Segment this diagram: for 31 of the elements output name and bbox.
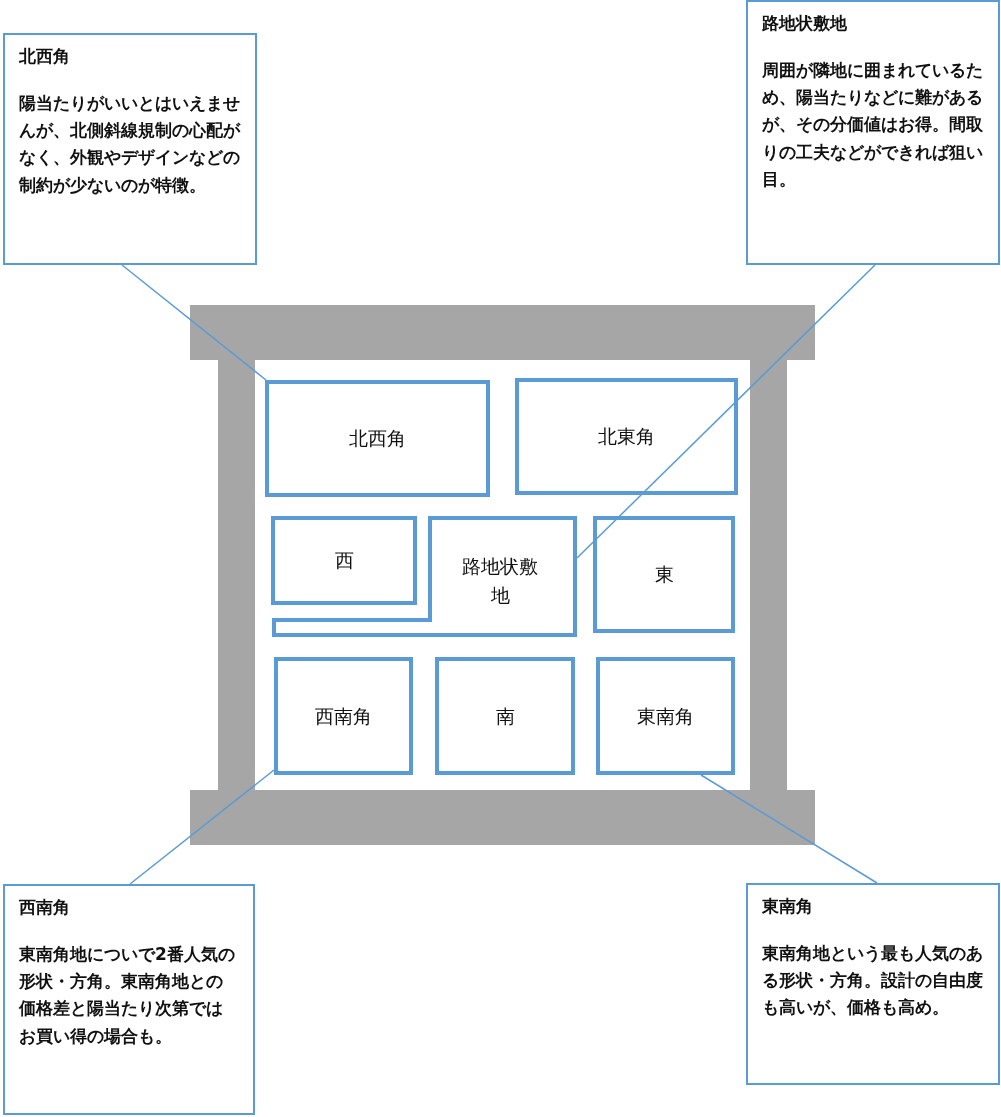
callout-text: 東南角地という最も人気のある形状・方角。設計の自由度も高いが、価格も高め。 [762,942,984,1020]
leader-line [576,264,876,559]
callout-box [3,884,255,1115]
lot-label: 西 [334,548,354,574]
leader-line [129,769,275,885]
lot-outline [265,380,490,497]
lot-outline [593,516,735,633]
lot-label: 北西角 [349,426,406,452]
callout-heading: 北西角 [19,45,71,68]
lot-outline [435,657,575,775]
lot-label: 西南角 [315,703,372,729]
callout-heading: 東南角 [762,895,814,918]
leader-line [121,264,267,381]
callout-box [3,33,257,265]
lot-outline [274,657,413,775]
callout-text: 周囲が隣地に囲まれているため、陽当たりなどに難があるが、その分価値はお得。間取りの工夫などができれば狙い目。 [762,59,984,191]
lot-label: 路地状敷地 [461,554,539,608]
lot-outline [515,378,738,495]
callout-box [746,883,1000,1085]
callout-text: 東南角地についで2番人気の形状・方角。東南角地との価格差と陽当たり次第ではお買い得の場合も。 [19,943,236,1048]
callout-box [746,0,1000,265]
lot-label: 南 [495,703,515,729]
callout-heading: 路地状敷地 [762,12,848,35]
lot-label: 北東角 [598,424,655,450]
callout-text: 陽当たりがいいとはいえませんが、北側斜線規制の心配がなく、外観やデザインなどの制約が少ないのが特徴。 [19,92,241,197]
lot-label: 東 [654,562,674,588]
lot-outline [272,516,577,637]
lot-outline [596,657,735,775]
lot-outline [271,516,417,605]
lot-label: 東南角 [637,703,694,729]
callout-heading: 西南角 [19,896,71,919]
